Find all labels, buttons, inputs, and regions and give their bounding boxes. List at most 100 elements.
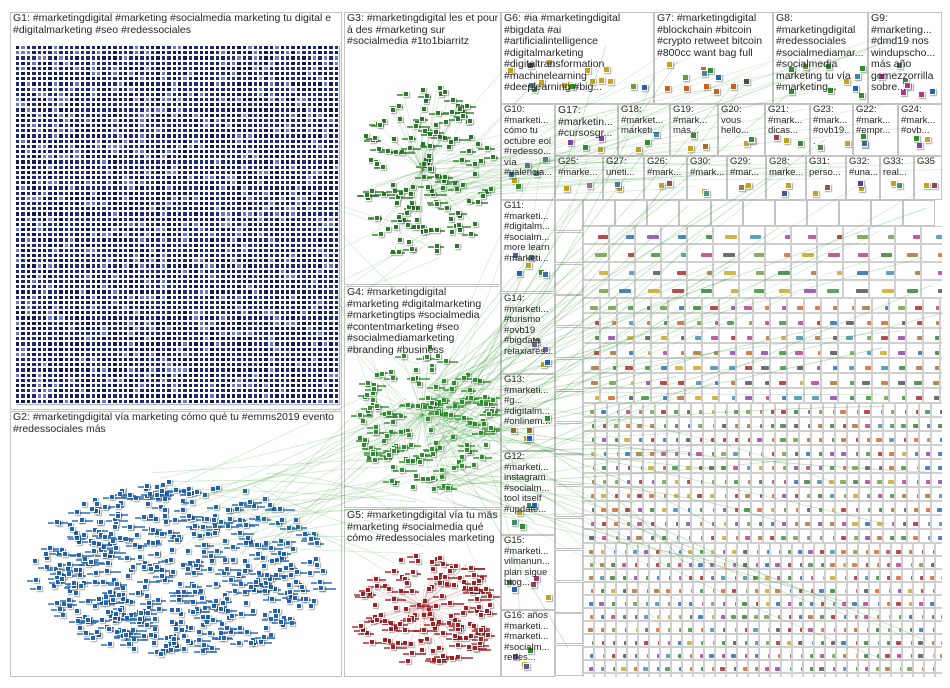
graph-node	[91, 540, 97, 546]
graph-node	[242, 488, 248, 494]
group-panel-g3: G3: #marketingdigital les et pour à des …	[344, 12, 501, 285]
graph-node	[237, 517, 243, 523]
graph-node	[230, 544, 236, 550]
graph-node	[236, 640, 242, 646]
graph-node	[207, 630, 213, 636]
graph-node	[93, 570, 99, 576]
graph-node	[175, 607, 181, 613]
graph-node	[224, 625, 230, 631]
graph-node	[245, 563, 251, 569]
graph-node	[115, 503, 121, 509]
graph-node	[195, 558, 201, 564]
graph-node	[444, 205, 450, 211]
graph-node	[286, 582, 292, 588]
graph-node	[222, 538, 228, 544]
graph-node	[158, 651, 164, 657]
graph-node	[201, 642, 207, 648]
graph-node	[228, 577, 234, 583]
group-label: G3: #marketingdigital les et pour à des …	[347, 13, 500, 48]
graph-node	[190, 609, 196, 615]
graph-node	[54, 519, 60, 525]
graph-node	[79, 517, 85, 523]
graph-node	[181, 646, 187, 652]
graph-node	[77, 625, 83, 631]
graph-node	[123, 632, 129, 638]
graph-node	[243, 522, 249, 528]
graph-node	[307, 559, 313, 565]
node-label	[232, 614, 256, 616]
graph-node	[243, 600, 249, 606]
graph-node	[141, 633, 147, 639]
graph-node	[113, 545, 119, 551]
graph-node	[201, 542, 207, 548]
graph-node	[114, 581, 120, 587]
graph-node	[107, 589, 113, 595]
graph-node	[85, 617, 91, 623]
graph-node	[318, 585, 324, 591]
graph-node	[100, 579, 106, 585]
graph-node	[178, 619, 184, 625]
graph-node	[36, 585, 42, 591]
group-panel-g2: G2: #marketingdigital vía marketing cómo…	[10, 411, 342, 677]
graph-node	[218, 519, 224, 525]
graph-node	[141, 514, 147, 520]
graph-node	[54, 600, 60, 606]
graph-node	[130, 564, 136, 570]
graph-node	[207, 566, 213, 572]
graph-node	[132, 542, 138, 548]
graph-node	[279, 517, 285, 523]
graph-node	[154, 492, 160, 498]
graph-node	[211, 517, 217, 523]
graph-node	[211, 603, 217, 609]
graph-node	[273, 613, 279, 619]
group-panel-g1: G1: #marketingdigital #marketing #social…	[10, 12, 342, 410]
graph-node	[242, 568, 248, 574]
graph-node	[214, 548, 220, 554]
graph-node	[191, 531, 197, 537]
graph-node	[168, 557, 174, 563]
graph-node	[159, 573, 165, 579]
graph-node	[127, 492, 133, 498]
graph-node	[191, 583, 197, 589]
graph-node	[250, 608, 256, 614]
graph-node	[269, 596, 275, 602]
graph-node	[208, 553, 214, 559]
graph-node	[229, 613, 235, 619]
graph-node	[201, 549, 207, 555]
graph-node	[314, 540, 320, 546]
graph-node	[264, 572, 270, 578]
graph-node	[299, 584, 305, 590]
graph-node	[281, 551, 287, 557]
graph-node	[166, 479, 172, 485]
graph-node	[285, 540, 291, 546]
graph-node	[449, 229, 455, 235]
graph-node	[154, 551, 160, 557]
node-label	[170, 595, 194, 597]
graph-node	[106, 626, 112, 632]
graph-node	[227, 516, 233, 522]
graph-node	[171, 636, 177, 642]
graph-node	[169, 619, 175, 625]
graph-node	[116, 592, 122, 598]
graph-node	[475, 199, 481, 205]
graph-node	[194, 489, 200, 495]
graph-node	[460, 182, 466, 188]
graph-node	[83, 630, 89, 636]
graph-node	[148, 513, 154, 519]
graph-node	[105, 609, 111, 615]
graph-node	[134, 532, 140, 538]
graph-node	[288, 572, 294, 578]
graph-node	[200, 524, 206, 530]
graph-node	[237, 530, 243, 536]
graph-node	[105, 560, 111, 566]
graph-node	[98, 519, 104, 525]
graph-node	[32, 558, 38, 564]
graph-node	[303, 596, 309, 602]
graph-node	[263, 625, 269, 631]
node-label	[148, 495, 172, 497]
graph-node	[43, 551, 49, 557]
graph-node	[213, 581, 219, 587]
graph-node	[237, 625, 243, 631]
graph-node	[94, 501, 100, 507]
